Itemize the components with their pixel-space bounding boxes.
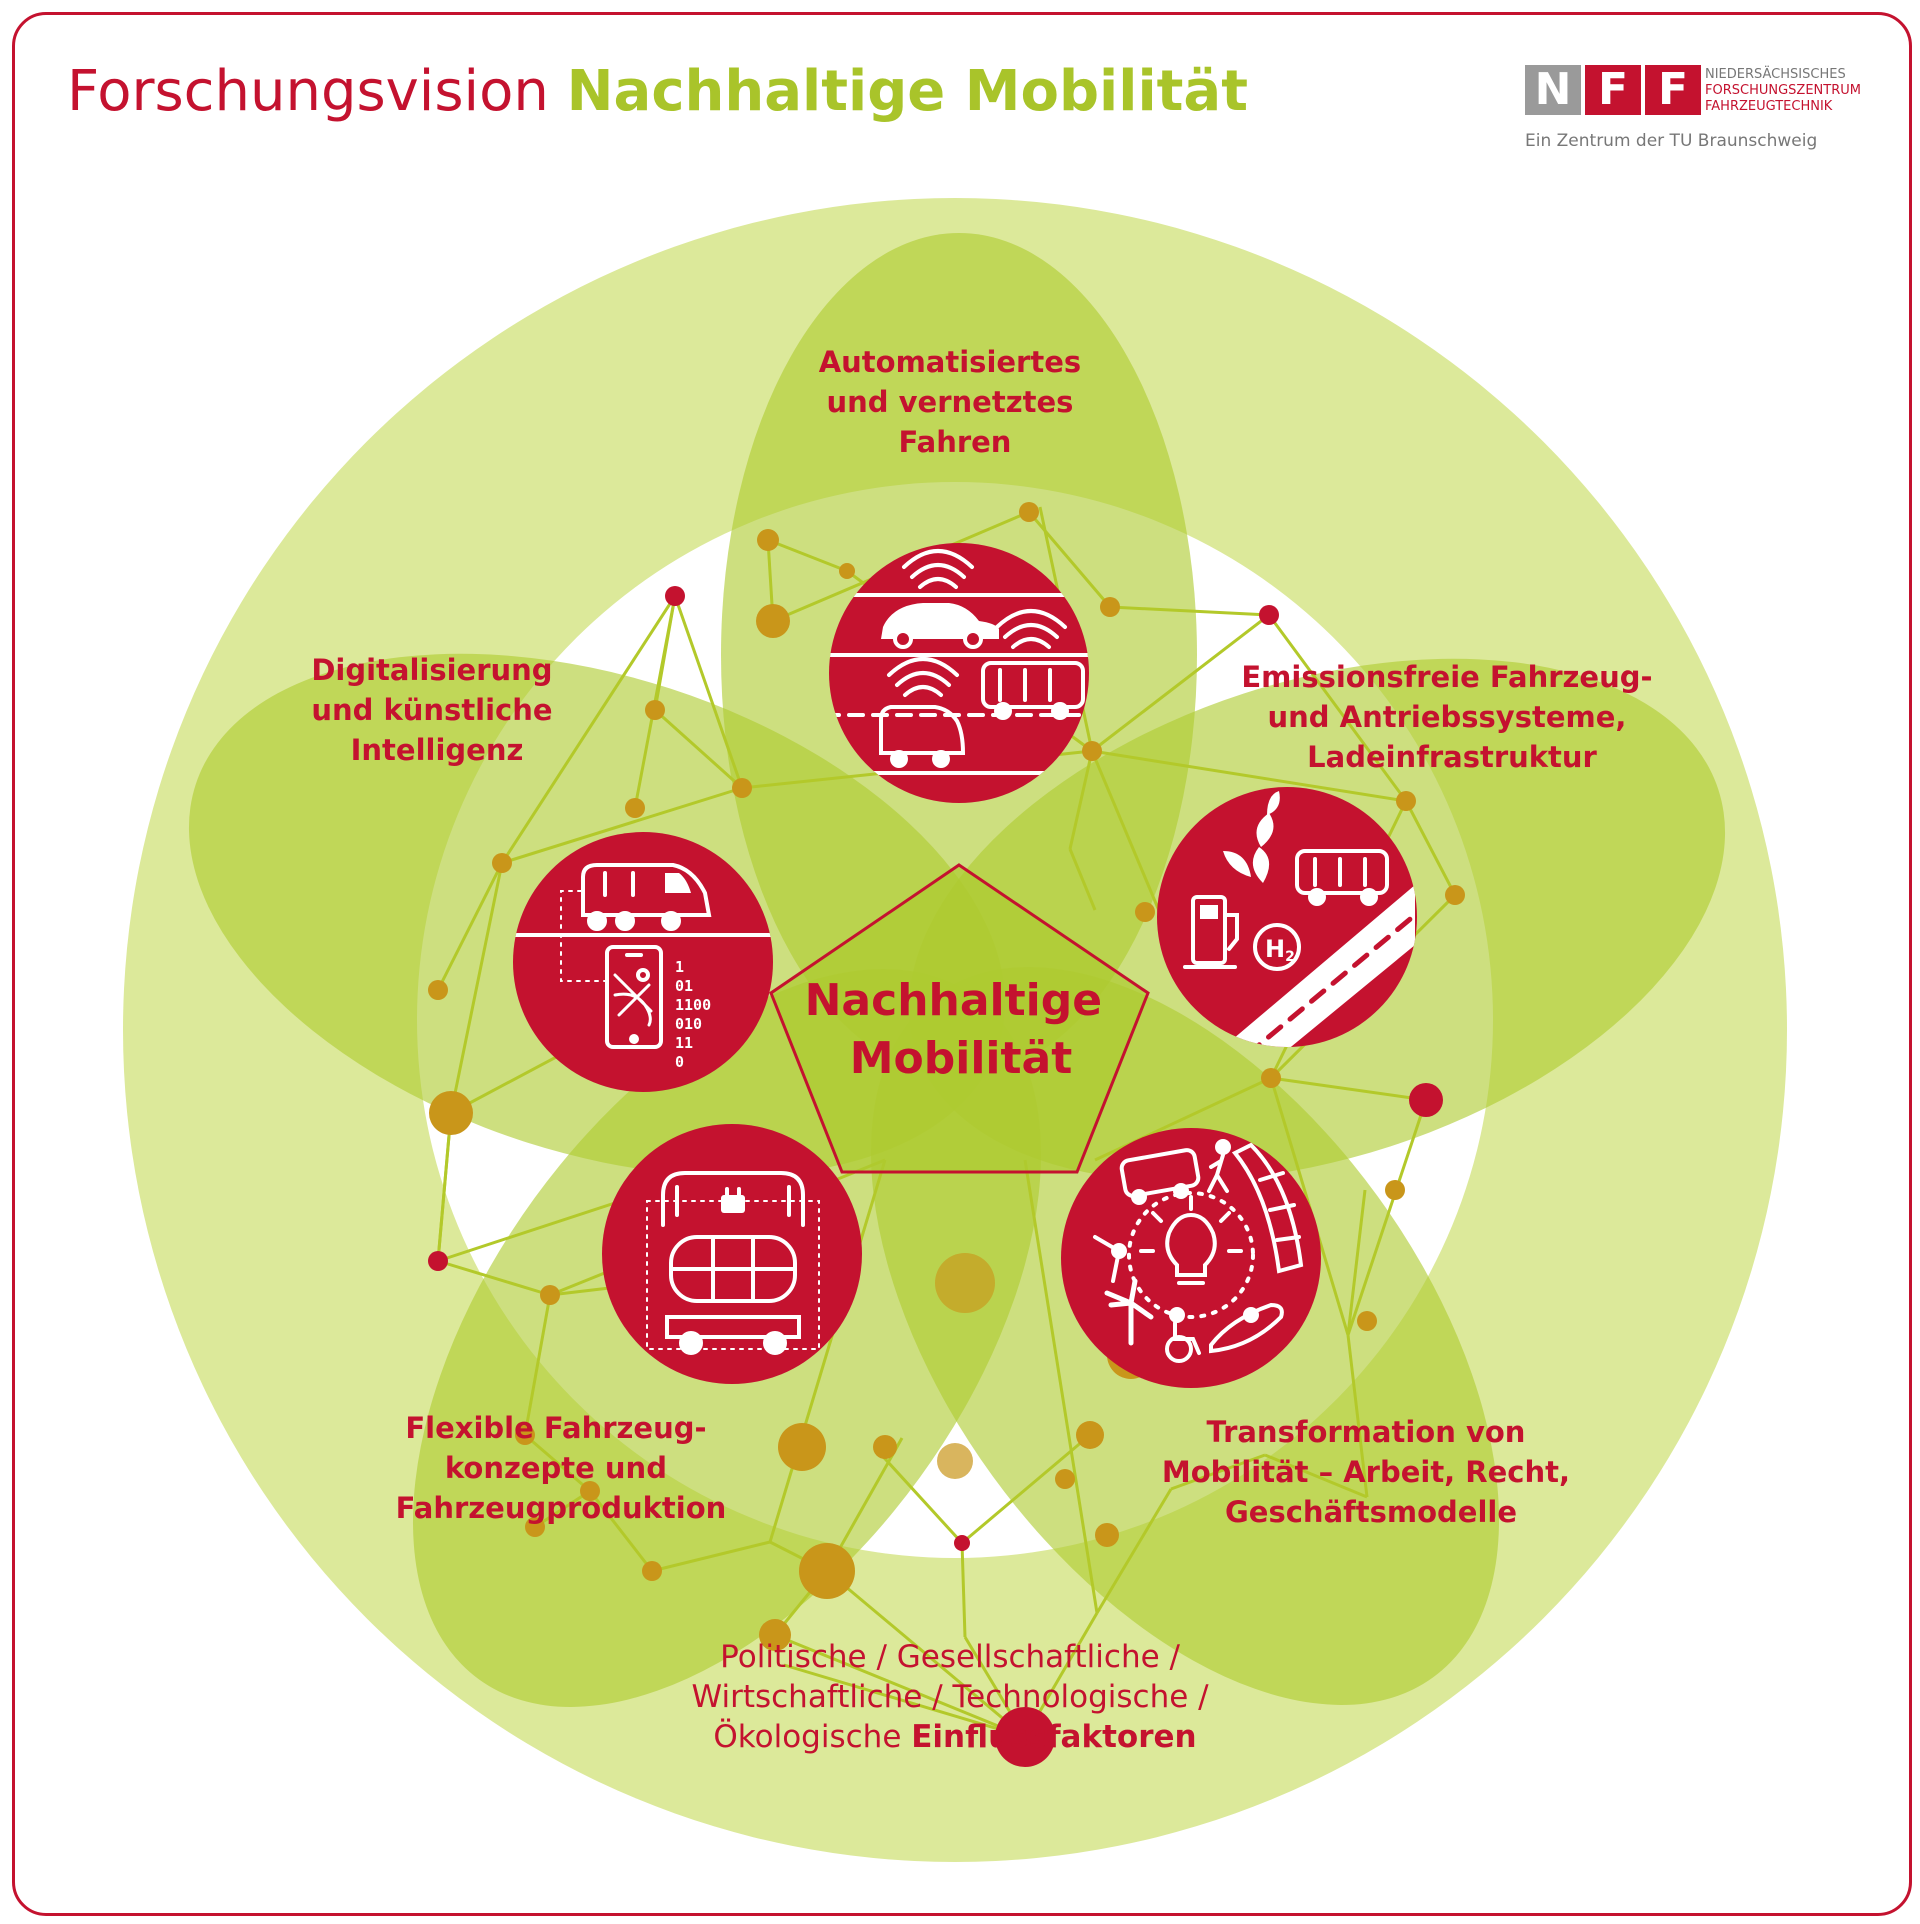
network-node (839, 563, 855, 579)
network-node (1385, 1180, 1405, 1200)
research-vision-diagram: Nachhaltige Mobilität Automatisiertes un… (123, 198, 1787, 1862)
network-node (429, 1091, 473, 1135)
network-node (642, 1561, 662, 1581)
network-node (935, 1253, 995, 1313)
network-node (428, 1251, 448, 1271)
network-node (540, 1285, 560, 1305)
logo-letter-f2: F (1645, 65, 1701, 115)
network-node (937, 1443, 973, 1479)
network-node (1135, 902, 1155, 922)
logo-line-3: FAHRZEUGTECHNIK (1705, 99, 1833, 114)
nff-logo: N F F NIEDERSÄCHSISCHES FORSCHUNGSZENTRU… (1525, 65, 1885, 155)
network-node (1259, 605, 1279, 625)
network-node (1409, 1083, 1443, 1117)
title-part-research-vision: Forschungsvision (67, 59, 549, 124)
network-node (665, 586, 685, 606)
network-node (525, 1517, 545, 1537)
network-node (1095, 1523, 1119, 1547)
network-node (1261, 1068, 1281, 1088)
label-transformation: Transformation von Mobilität – Arbeit, R… (1162, 1415, 1580, 1529)
network-node (1082, 741, 1102, 761)
network-node (428, 980, 448, 1000)
network-node (995, 1707, 1055, 1767)
network-node (778, 1423, 826, 1471)
poster-frame: Nachhaltige Mobilität Automatisiertes un… (12, 12, 1912, 1916)
network-node (1445, 885, 1465, 905)
title-part-sustainable-mobility: Nachhaltige Mobilität (566, 59, 1248, 124)
network-node (757, 529, 779, 551)
page-title: Forschungsvision Nachhaltige Mobilität (67, 57, 1248, 127)
logo-institute-name: NIEDERSÄCHSISCHES FORSCHUNGSZENTRUM FAHR… (1705, 67, 1861, 115)
network-node (1076, 1421, 1104, 1449)
connected-vehicles-icon (829, 543, 1089, 803)
network-node (1019, 502, 1039, 522)
network-node (1100, 597, 1120, 617)
digital-train-phone-icon: 1 01 1100 010 11 0 (513, 832, 773, 1092)
svg-text:1 01 1100: 1 01 1100 010 11 0 (675, 958, 720, 1071)
network-node (1396, 791, 1416, 811)
label-flexible: Flexible Fahrzeug- konzepte und Fahrzeug… (396, 1411, 727, 1525)
network-node (1357, 1311, 1377, 1331)
modular-vehicle-icon (602, 1124, 862, 1384)
logo-line-1: NIEDERSÄCHSISCHES (1705, 67, 1846, 82)
center-pentagon (769, 863, 1150, 1174)
logo-line-2: FORSCHUNGSZENTRUM (1705, 83, 1861, 98)
network-node (645, 700, 665, 720)
network-node (625, 798, 645, 818)
label-digital: Digitalisierung und künstliche Intellige… (311, 653, 562, 767)
influence-factors-label: Politische / Gesellschaftliche / Wirtsch… (692, 1639, 1219, 1755)
network-nodes (428, 502, 1465, 1767)
logo-subtitle: Ein Zentrum der TU Braunschweig (1525, 131, 1818, 151)
network-node (756, 604, 790, 638)
network-node (873, 1435, 897, 1459)
network-lines (436, 506, 1457, 1739)
network-node (954, 1535, 970, 1551)
logo-letter-n: N (1525, 65, 1581, 115)
svg-text:H2: H2 (1265, 935, 1295, 965)
network-node (515, 1425, 535, 1445)
network-node (1055, 1469, 1075, 1489)
network-node (492, 853, 512, 873)
logo-letter-f1: F (1585, 65, 1641, 115)
network-node (580, 1481, 600, 1501)
network-node (732, 778, 752, 798)
mobility-transformation-icon (1061, 1128, 1321, 1388)
center-label: Nachhaltige Mobilität (805, 975, 1118, 1084)
network-node (799, 1543, 855, 1599)
hydrogen-charging-icon: H2 (1157, 787, 1417, 1047)
network-node (759, 1619, 791, 1651)
label-emission: Emissionsfreie Fahrzeug- und Antriebssys… (1241, 660, 1662, 774)
label-automated: Automatisiertes und vernetztes Fahren (819, 345, 1092, 459)
